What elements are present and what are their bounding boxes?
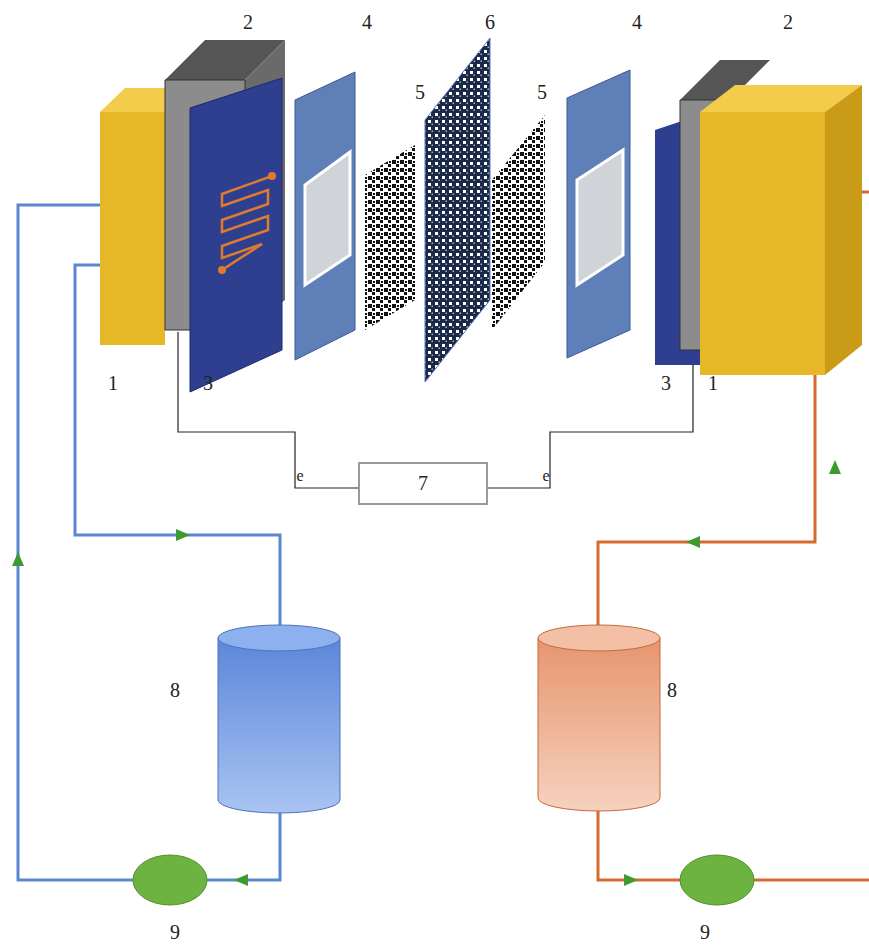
part-number: 6	[485, 12, 495, 32]
electrolyte-tank	[218, 625, 660, 813]
electron-label: e	[296, 468, 303, 484]
felt-electrode	[365, 145, 415, 330]
felt-electrode	[492, 115, 545, 330]
flow-field-plate	[190, 78, 282, 392]
part-number: 2	[783, 12, 793, 32]
part-number: 8	[170, 680, 180, 700]
flow-arrow	[12, 460, 841, 886]
part-number: 9	[700, 922, 710, 942]
part-number: 1	[108, 373, 118, 393]
part-number: 3	[661, 373, 671, 393]
part-number: 1	[708, 373, 718, 393]
load-box: 7	[358, 462, 488, 505]
part-number: 2	[243, 12, 253, 32]
part-number: 4	[632, 12, 642, 32]
part-number: 4	[362, 12, 372, 32]
part-number: 9	[170, 922, 180, 942]
part-number: 5	[415, 82, 425, 102]
node-label: 7	[418, 472, 428, 495]
part-number: 3	[203, 373, 213, 393]
part-number: 8	[667, 680, 677, 700]
gasket	[567, 70, 630, 358]
gasket	[295, 72, 355, 360]
electron-label: e	[542, 468, 549, 484]
end-plate	[700, 85, 862, 375]
membrane	[425, 38, 490, 382]
pump	[133, 855, 754, 905]
part-number: 5	[537, 82, 547, 102]
